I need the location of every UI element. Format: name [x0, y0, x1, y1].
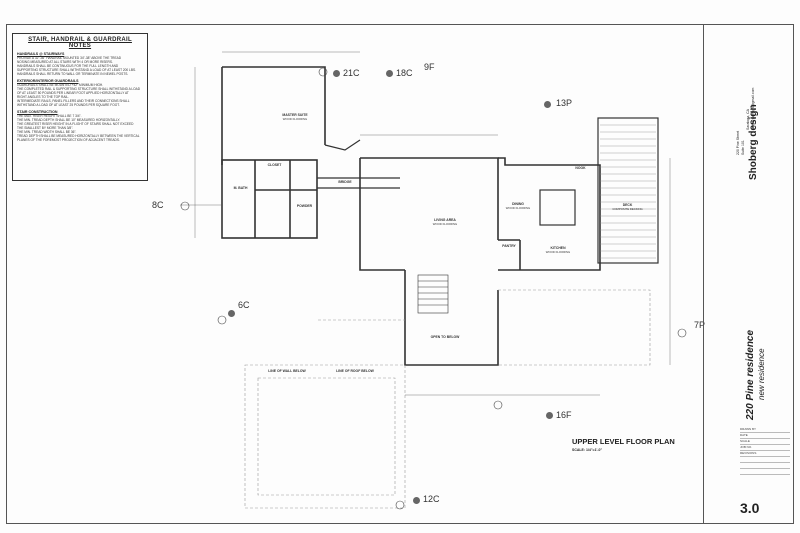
firm-address-line: 220 Pine Street	[736, 130, 740, 155]
room-label: PANTRY	[502, 244, 516, 248]
notes-line: THE MIN. TREAD DEPTH SHALL BE 10" MEASUR…	[17, 118, 121, 122]
notes-line: HANDRAILS SHALL BE CONTINUOUS FOR THE FU…	[17, 64, 119, 68]
notes-line: SUPPORTING STRUCTURE SHALL WITHSTAND A L…	[17, 68, 136, 72]
grid-tag-8c: 8C	[152, 200, 164, 210]
grid-tag-7p: 7P	[694, 320, 706, 330]
project-subtitle: new residence	[757, 348, 766, 400]
sheet-border	[6, 24, 794, 524]
plan-title: UPPER LEVEL FLOOR PLAN	[572, 437, 675, 446]
grid-tag-18c: 18C	[396, 68, 413, 78]
title-block-row: JOB NO.	[740, 445, 790, 451]
notes-line: RIGHT ANGLES TO THE TOP RAIL.	[17, 95, 70, 99]
room-label: CLOSET	[267, 163, 282, 167]
title-block-row	[740, 463, 790, 469]
notes-line: THE MAX. RISER HEIGHT SHALL BE 7 3/4".	[17, 114, 82, 118]
title-block-row	[740, 457, 790, 463]
notes-line: THE SMALLEST BY MORE THAN 3/8".	[17, 126, 74, 130]
firm-address-line: shobergdesign@gmail.com	[751, 87, 755, 130]
title-block-row: DATE	[740, 433, 790, 439]
title-block-row: REVISIONS	[740, 451, 790, 457]
title-block	[703, 24, 795, 524]
notes-line: WITHSTAND A LOAD OF AT LEAST 25 POUNDS P…	[17, 103, 120, 107]
firm-address-line: Suite 101	[741, 140, 745, 155]
title-block-row: SCALE	[740, 439, 790, 445]
title-block-row	[740, 469, 790, 475]
grid-marker-dot	[544, 101, 551, 108]
notes-line: INTERMEDIATE RAILS, PANEL FILLERS AND TH…	[17, 99, 130, 103]
notes-line: HANDRAILS SHALL RETURN TO WALL OR TERMIN…	[17, 72, 129, 76]
notes-line: PLANES OF THE FOREMOST PROJECTION OF ADJ…	[17, 138, 120, 142]
notes-line: THE GREATEST RISER HEIGHT IN A FLIGHT OF…	[17, 122, 134, 126]
notes-line: NOSING MEASURED AT ALL STAIRS WITH 4 OR …	[17, 60, 113, 64]
title-block-row: DRAWN BY	[740, 427, 790, 433]
project-name: 220 Pine residence	[745, 329, 756, 420]
grid-tag-12c: 12C	[423, 494, 440, 504]
room-label: POWDER	[296, 204, 313, 208]
title-block-rows: DRAWN BY DATE SCALE JOB NO. REVISIONS	[740, 427, 790, 475]
grid-tag-21c: 21C	[343, 68, 360, 78]
plan-scale: SCALE: 1/4"=1'-0"	[572, 448, 603, 452]
grid-tag-9f: 9F	[424, 62, 435, 72]
room-label: LINE OF WALL BELOW	[268, 369, 306, 373]
notes-line: PROVIDE A 32"-36" HANDRAIL MOUNTED 34"-3…	[17, 56, 122, 60]
grid-tag-16f: 16F	[556, 410, 572, 420]
notes-section-heading: STAIR CONSTRUCTION	[17, 110, 58, 114]
grid-tag-6c: 6C	[238, 300, 250, 310]
grid-marker-dot	[228, 310, 235, 317]
firm-address-line: Saratoga, CA	[746, 108, 750, 130]
notes-section-heading: HANDRAILS @ STAIRWAYS	[17, 52, 65, 56]
room-label: LINE OF ROOF BELOW	[336, 369, 374, 373]
notes-line: OF AT LEAST 50 POUNDS PER LINEAR FOOT AP…	[17, 91, 129, 95]
stair-rail-notes-box: STAIR, HANDRAIL & GUARDRAIL NOTES HANDRA…	[12, 33, 148, 181]
grid-marker-dot	[333, 70, 340, 77]
grid-marker-dot	[386, 70, 393, 77]
room-label: BRIDGE	[338, 180, 352, 184]
notes-line: THE COMPLETED RAIL & SUPPORTING STRUCTUR…	[17, 87, 141, 91]
grid-marker-dot	[546, 412, 553, 419]
room-label: NOOK	[575, 166, 586, 170]
notes-line: TREAD DEPTH SHALL BE MEASURED HORIZONTAL…	[17, 134, 140, 138]
notes-line: THE MIN. TREAD WIDTH SHALL BE 36".	[17, 130, 77, 134]
grid-marker-dot	[413, 497, 420, 504]
sheet-number: 3.0	[740, 500, 760, 516]
notes-title: STAIR, HANDRAIL & GUARDRAIL NOTES	[28, 37, 132, 49]
notes-line: GUARDRAILS SHALL BE MOUNTED +42" MINIMUM…	[17, 83, 104, 87]
notes-section-heading: EXTERIOR/INTERIOR GUARDRAILS	[17, 79, 79, 83]
room-label: OPEN TO BELOW	[430, 335, 460, 339]
room-label: M. BATH	[233, 186, 248, 190]
grid-tag-13p: 13P	[556, 98, 573, 108]
